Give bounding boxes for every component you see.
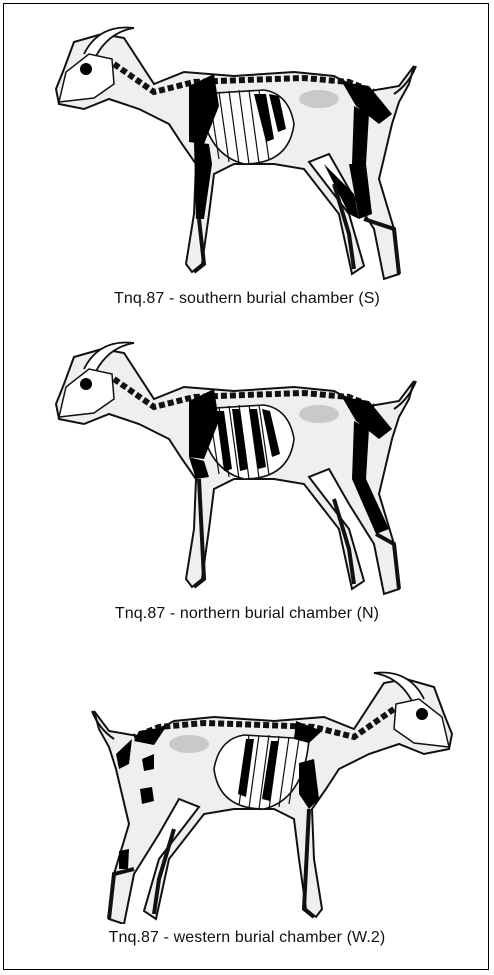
eye-orbit (80, 378, 92, 390)
shade (169, 735, 209, 753)
figure-frame: Tnq.87 - southern burial chamber (S) (3, 3, 489, 970)
marked-femur (352, 421, 369, 479)
marked-femur (352, 106, 369, 164)
panel-southern: Tnq.87 - southern burial chamber (S) (4, 14, 490, 314)
eye-orbit (80, 63, 92, 75)
panel-caption: Tnq.87 - southern burial chamber (S) (4, 290, 490, 308)
goat-skeleton-northern (4, 329, 490, 604)
goat-skeleton-western (4, 659, 490, 924)
panel-northern: Tnq.87 - northern burial chamber (N) (4, 329, 490, 629)
shade (299, 90, 339, 108)
panel-western: Tnq.87 - western burial chamber (W.2) (4, 659, 490, 959)
panel-caption: Tnq.87 - northern burial chamber (N) (4, 605, 490, 623)
marked-metatarsal (119, 849, 129, 869)
goat-skeleton-southern (4, 14, 490, 289)
marked-femur-distal (140, 787, 154, 804)
eye-orbit (416, 708, 428, 720)
shade (299, 405, 339, 423)
panel-caption: Tnq.87 - western burial chamber (W.2) (4, 929, 490, 947)
